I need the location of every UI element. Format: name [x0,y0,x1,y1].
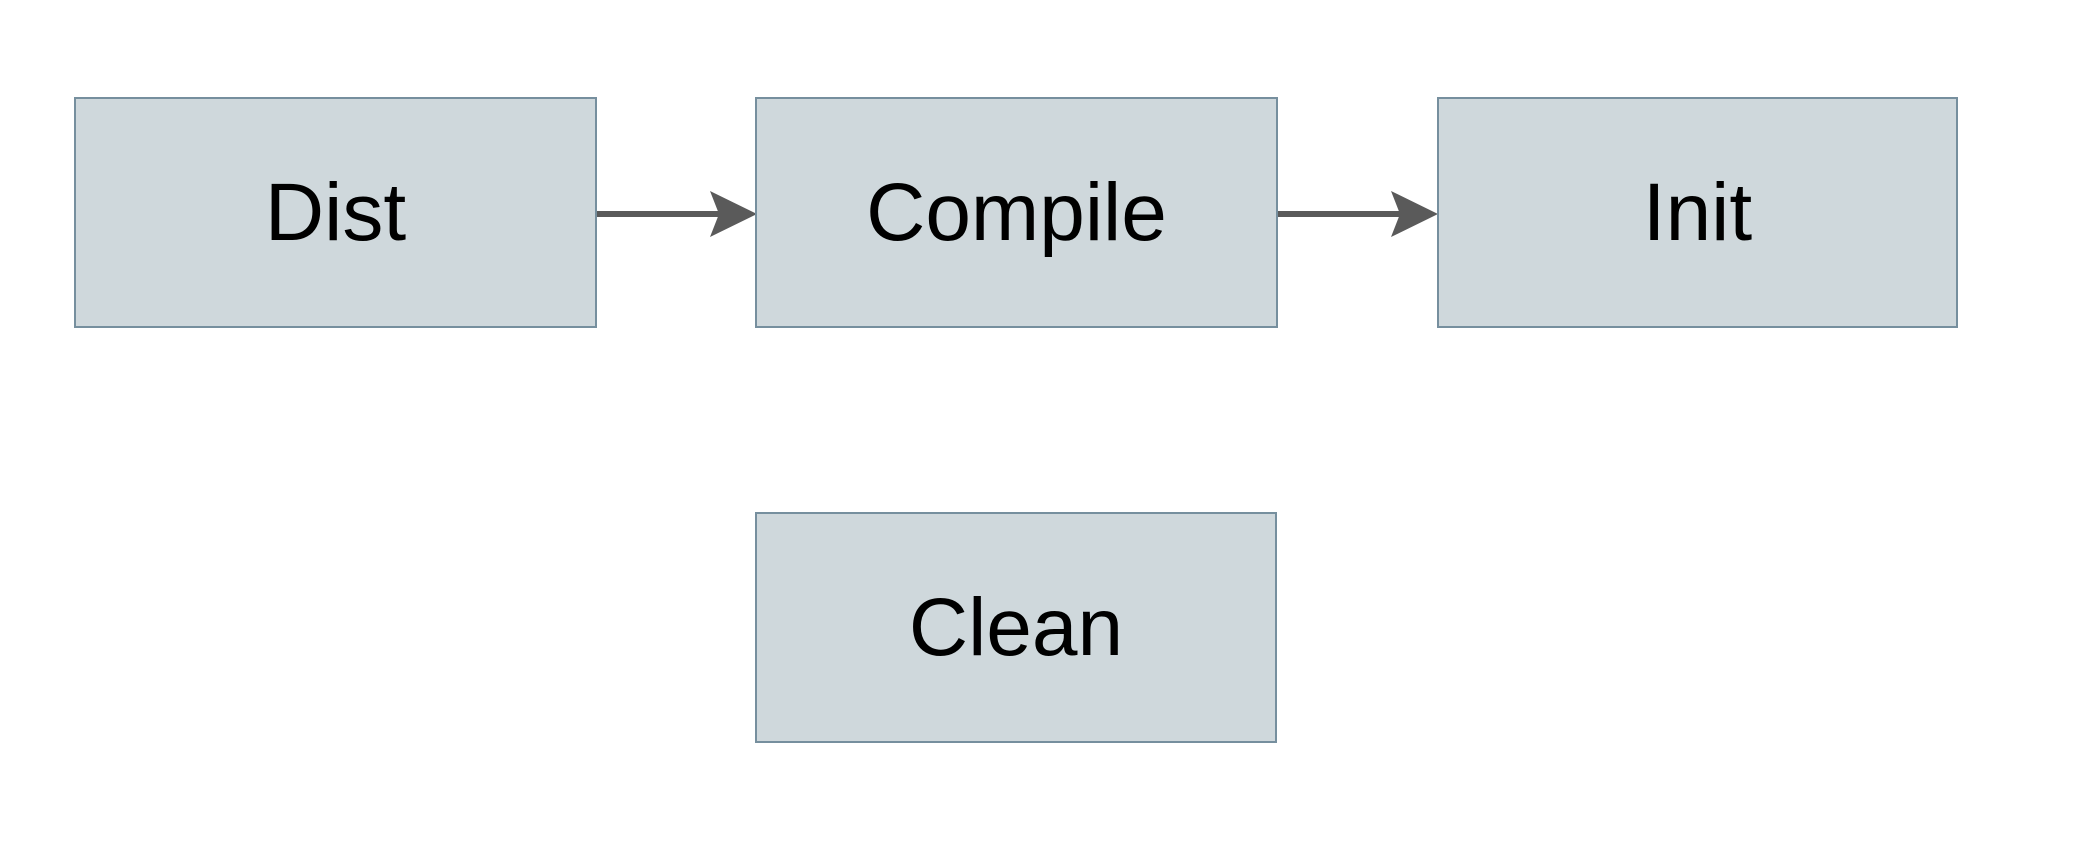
edge-dist-to-compile[interactable] [597,191,757,237]
node-clean[interactable]: Clean [755,512,1277,743]
node-label-init: Init [1642,166,1753,258]
node-init[interactable]: Init [1437,97,1958,328]
node-label-clean: Clean [908,581,1124,673]
node-label-dist: Dist [264,166,407,258]
node-compile[interactable]: Compile [755,97,1278,328]
edge-compile-to-init[interactable] [1278,191,1438,237]
node-label-compile: Compile [866,166,1167,258]
arrowhead-icon [710,191,757,237]
arrowhead-icon [1391,191,1438,237]
node-dist[interactable]: Dist [74,97,597,328]
